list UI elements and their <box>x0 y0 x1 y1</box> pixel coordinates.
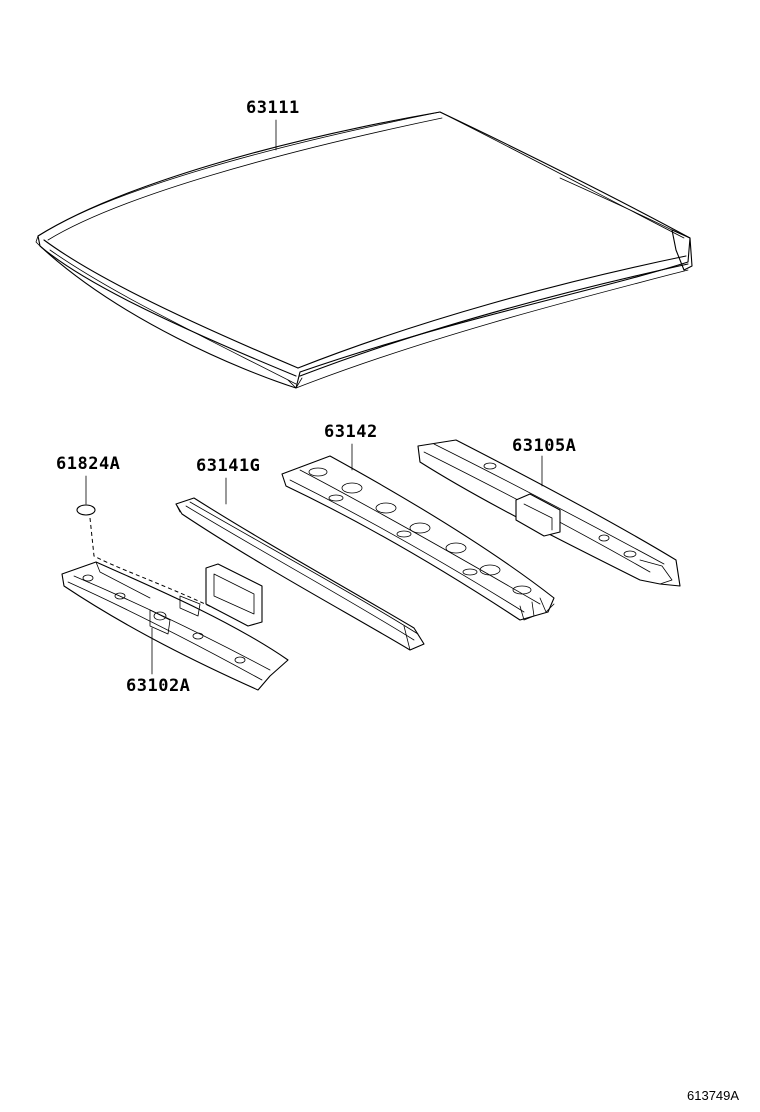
figure-reference-code: 613749A <box>687 1088 740 1103</box>
part-number-reinforcement-front[interactable]: 63141G <box>196 456 261 476</box>
part-number-reinforcement-center[interactable]: 63142 <box>324 422 378 442</box>
part-number-reinforcement-rear[interactable]: 63105A <box>512 436 577 456</box>
reinforcement-center-drawing <box>281 443 555 621</box>
reinforcement-rear-drawing <box>417 439 681 587</box>
part-number-plug[interactable]: 61824A <box>56 454 121 474</box>
roof-panel-drawing <box>35 111 693 389</box>
part-number-windshield-header[interactable]: 63102A <box>126 676 191 696</box>
reinforcement-front-drawing <box>175 477 425 651</box>
windshield-header-drawing <box>61 561 289 691</box>
part-number-roof-panel[interactable]: 63111 <box>246 98 300 118</box>
